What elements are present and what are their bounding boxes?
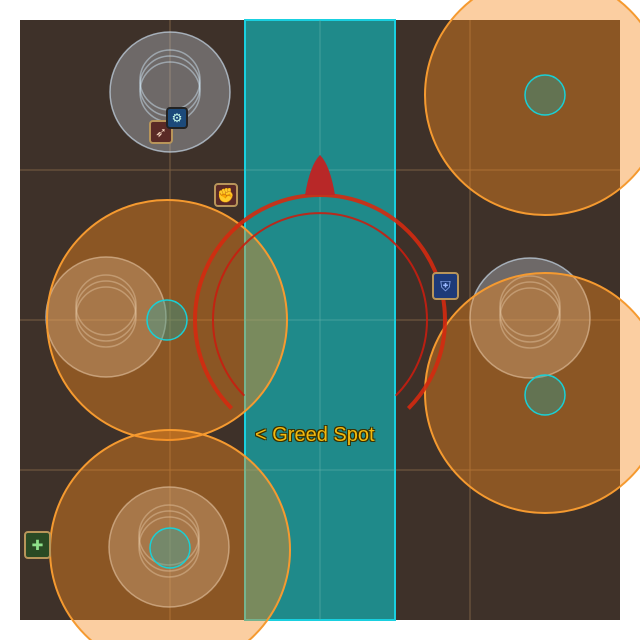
stack-markers xyxy=(45,31,591,608)
stack-circle xyxy=(469,257,591,379)
aoe-circle xyxy=(424,272,640,514)
greed-spot-label: < Greed Spot xyxy=(255,424,375,446)
paladin-icon[interactable]: ⛨ xyxy=(432,272,459,300)
boss-facing-arrow xyxy=(305,155,335,195)
stack-circle xyxy=(109,31,231,153)
boss-hitbox xyxy=(193,155,447,410)
aoe-circles xyxy=(46,0,640,640)
spread-markers xyxy=(146,74,566,569)
aoe-circle xyxy=(424,0,640,216)
aoe-circle xyxy=(46,199,288,441)
machinist-icon[interactable]: ⚙ xyxy=(166,107,188,129)
stack-circle xyxy=(108,486,230,608)
stack-circle xyxy=(45,256,167,378)
healer-icon[interactable]: ✚ xyxy=(24,531,51,559)
monk-icon[interactable]: ✊ xyxy=(214,183,238,207)
